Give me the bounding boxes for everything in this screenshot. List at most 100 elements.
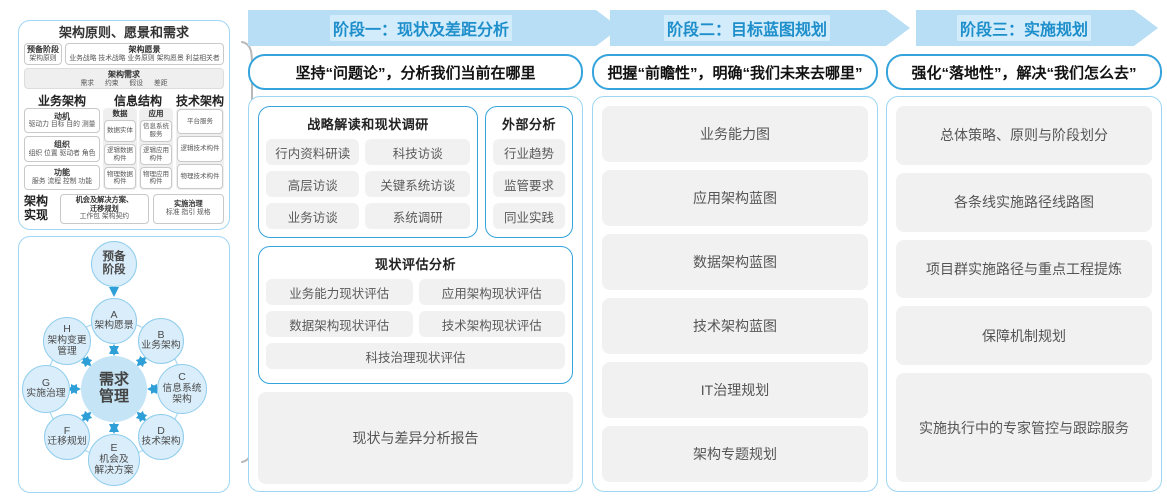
phase-3-item: 实施执行中的专家管控与跟踪服务 <box>896 373 1152 482</box>
assessment-item: 应用架构现状评估 <box>418 279 565 305</box>
prep-phase-sub: 架构原则 <box>29 54 57 62</box>
architecture-requirements-box: 架构需求 需求 约束 假设 差距 <box>24 68 224 89</box>
external-analysis-box: 外部分析 行业趋势 监管要求 同业实践 <box>485 106 573 238</box>
data-group-title: 数据 <box>112 109 128 118</box>
assessment-grid: 业务能力现状评估 应用架构现状评估 数据架构现状评估 技术架构现状评估 科技治理… <box>266 279 565 369</box>
external-item: 同业实践 <box>493 203 565 229</box>
realization-label: 架构 实现 <box>24 194 49 222</box>
phase-2-item: IT治理规划 <box>602 362 868 418</box>
survey-grid: 行内资料研读 科技访谈 高层访谈 关键系统访谈 业务访谈 系统调研 <box>266 139 470 229</box>
data-group: 数据 数据实体 逻辑数据构件 物理数据构件 <box>103 108 137 190</box>
phase-3-item: 项目群实施路径与重点工程提炼 <box>896 239 1152 299</box>
info-system-service-box: 信息系统服务 <box>140 120 172 142</box>
physical-app-box: 物理应用构件 <box>140 167 172 190</box>
architecture-principles-panel: 架构原则、愿景和需求 预备阶段 架构原则 架构愿景 业务战略 技术战略 业务原则… <box>18 20 230 230</box>
assessment-title: 现状评估分析 <box>374 257 456 272</box>
section-headers: 业务架构 信息结构 技术架构 <box>24 92 225 108</box>
phase-2-item: 技术架构蓝图 <box>602 298 868 354</box>
logical-tech-box: 逻辑技术构件 <box>177 136 223 162</box>
survey-item: 科技访谈 <box>365 139 470 165</box>
vision-items: 业务战略 技术战略 业务原则 架构愿景 利益相关者 <box>69 54 220 62</box>
prep-phase-title: 预备阶段 <box>27 45 59 54</box>
prep-phase-box: 预备阶段 架构原则 <box>24 43 62 65</box>
application-group-title: 应用 <box>148 109 164 118</box>
phase-3-item: 总体策略、原则与阶段划分 <box>896 106 1152 165</box>
survey-item: 高层访谈 <box>266 171 360 197</box>
assessment-item: 科技治理现状评估 <box>266 343 565 369</box>
technology-arch-header: 技术架构 <box>176 94 225 108</box>
organization-box: 组织 组织 位置 驱动者 角色 <box>24 136 100 162</box>
survey-item: 关键系统访谈 <box>365 171 470 197</box>
opportunities-items: 工作包 架构契约 <box>79 213 130 221</box>
phase-2-subtitle: 把握“前瞻性”，明确“我们未来去哪里” <box>592 54 878 90</box>
phase-1-header-band: 阶段一：现状及差距分析 <box>248 10 620 46</box>
survey-item: 业务访谈 <box>266 203 360 229</box>
phase-2-header-text: 阶段二：目标蓝图规划 <box>664 15 830 41</box>
information-structure-column: 数据 数据实体 逻辑数据构件 物理数据构件 应用 信息系统服务 逻辑应用构件 物… <box>103 108 173 190</box>
survey-title: 战略解读和现状调研 <box>307 117 429 132</box>
assessment-item: 业务能力现状评估 <box>266 279 413 305</box>
function-title: 功能 <box>54 168 70 178</box>
implementation-governance-box: 实施治理 标准 指引 规格 <box>152 194 224 224</box>
organization-title: 组织 <box>54 139 70 149</box>
current-state-assessment-box: 现状评估分析 业务能力现状评估 应用架构现状评估 数据架构现状评估 技术架构现状… <box>258 246 573 384</box>
strategy-survey-box: 战略解读和现状调研 行内资料研读 科技访谈 高层访谈 关键系统访谈 业务访谈 系… <box>258 106 478 238</box>
business-arch-column: 动机 驱动力 目标 目的 测量 组织 组织 位置 驱动者 角色 功能 服务 流程… <box>24 108 100 190</box>
assessment-item: 数据架构现状评估 <box>266 311 413 337</box>
arrow-center-f <box>80 410 93 423</box>
survey-item: 系统调研 <box>365 203 470 229</box>
requirements-title: 架构需求 <box>108 70 140 79</box>
opportunities-title: 机会及解决方案、 迁移规划 <box>75 195 134 213</box>
platform-service-box: 平台服务 <box>177 109 223 135</box>
physical-tech-box: 物理技术构件 <box>177 163 223 189</box>
organization-items: 组织 位置 驱动者 角色 <box>28 149 96 157</box>
phase-2-header-band: 阶段二：目标蓝图规划 <box>610 10 910 46</box>
requirements-items: 需求 约束 假设 差距 <box>80 79 168 87</box>
phase-2-item: 业务能力图 <box>602 106 868 162</box>
logical-app-box: 逻辑应用构件 <box>140 143 172 166</box>
data-entity-box: 数据实体 <box>104 120 136 142</box>
phase-1-top-row: 战略解读和现状调研 行内资料研读 科技访谈 高层访谈 关键系统访谈 业务访谈 系… <box>258 106 573 238</box>
phase-1-content-column: 战略解读和现状调研 行内资料研读 科技访谈 高层访谈 关键系统访谈 业务访谈 系… <box>248 96 583 492</box>
phase-3-item: 各条线实施路径线路图 <box>896 172 1152 232</box>
function-items: 服务 流程 控制 功能 <box>31 177 93 185</box>
governance-items: 标准 指引 规格 <box>166 209 211 217</box>
arrow-center-b <box>135 355 148 368</box>
phase-3-content-column: 总体策略、原则与阶段划分 各条线实施路径线路图 项目群实施路径与重点工程提炼 保… <box>886 96 1162 492</box>
governance-title: 实施治理 <box>173 199 203 209</box>
external-list: 行业趋势 监管要求 同业实践 <box>493 139 565 229</box>
phase-2-item: 应用架构蓝图 <box>602 170 868 226</box>
phase-2-item: 数据架构蓝图 <box>602 234 868 290</box>
phase-1-header-text: 阶段一：现状及差距分析 <box>330 15 512 41</box>
phase-3-item: 保障机制规划 <box>896 306 1152 366</box>
phase-2-item: 架构专题规划 <box>602 426 868 482</box>
technology-arch-column: 平台服务 逻辑技术构件 物理技术构件 <box>176 108 224 190</box>
requirements-management-circle: 需求 管理 <box>81 356 147 422</box>
phase-3-header-band: 阶段三：实施规划 <box>916 10 1158 46</box>
logical-data-box: 逻辑数据构件 <box>104 143 136 166</box>
information-structure-header: 信息结构 <box>113 94 162 108</box>
motivation-title: 动机 <box>54 111 70 121</box>
panel-title: 架构原则、愿景和需求 <box>58 25 189 40</box>
arrow-center-d <box>135 410 148 423</box>
phase-3-header-text: 阶段三：实施规划 <box>957 15 1091 41</box>
gap-analysis-report-box: 现状与差异分析报告 <box>258 392 573 484</box>
phase-2-content-column: 业务能力图 应用架构蓝图 数据架构蓝图 技术架构蓝图 IT治理规划 架构专题规划 <box>592 96 878 492</box>
external-title: 外部分析 <box>501 117 556 132</box>
prep-vision-row: 预备阶段 架构原则 架构愿景 业务战略 技术战略 业务原则 架构愿景 利益相关者 <box>24 43 224 65</box>
motivation-box: 动机 驱动力 目标 目的 测量 <box>24 108 100 134</box>
prep-phase-circle: 预备 阶段 <box>91 241 137 287</box>
business-arch-header: 业务架构 <box>37 94 86 108</box>
phase-3-subtitle: 强化“落地性”，解决“我们怎么去” <box>886 54 1162 90</box>
external-item: 监管要求 <box>493 171 565 197</box>
phase-1-subtitle: 坚持“问题论”，分析我们当前在哪里 <box>248 54 583 90</box>
